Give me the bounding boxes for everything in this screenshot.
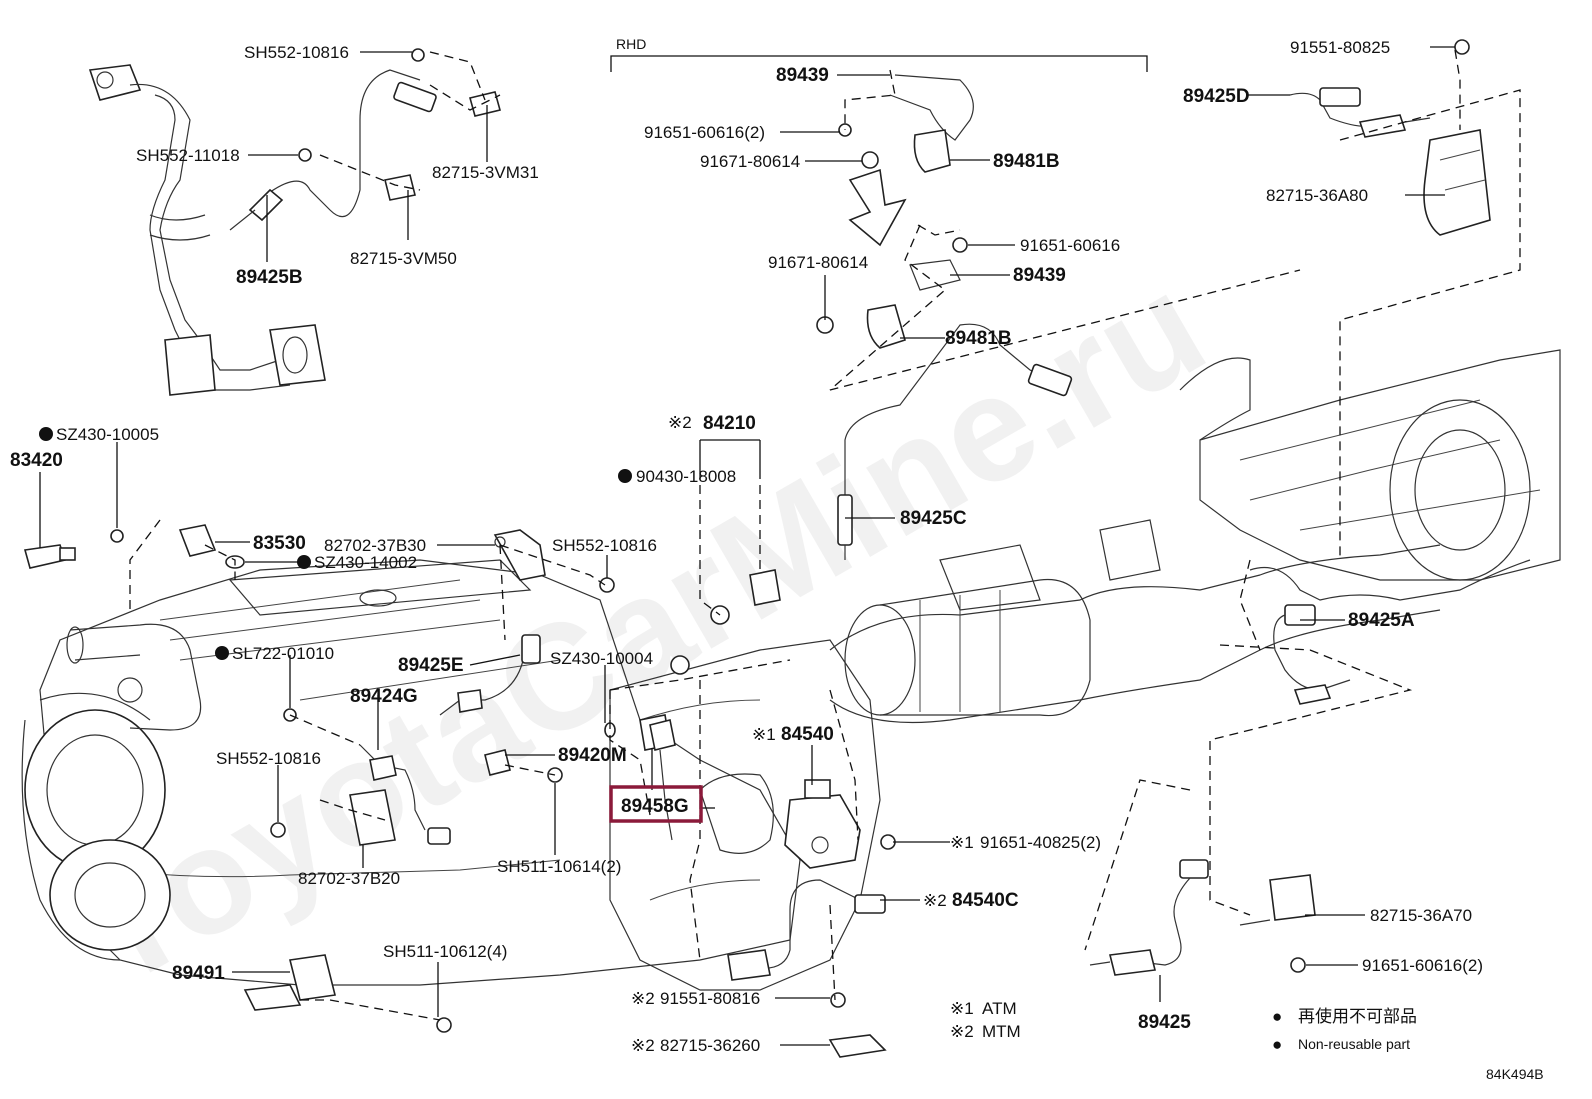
label-82715-36260-mark: ※2 bbox=[631, 1036, 655, 1055]
label-89425d[interactable]: 89425D bbox=[1183, 86, 1250, 107]
label-sl722-01010[interactable]: SL722-01010 bbox=[232, 644, 334, 663]
label-83420[interactable]: 83420 bbox=[10, 450, 63, 471]
dashed-lines bbox=[129, 49, 1521, 1021]
label-sh552-11018[interactable]: SH552-11018 bbox=[136, 146, 240, 165]
engine-body bbox=[21, 559, 801, 986]
label-84540-mark: ※1 bbox=[752, 725, 776, 744]
legend-mtm-mark: ※2 bbox=[950, 1022, 974, 1041]
label-84540c[interactable]: 84540C bbox=[952, 890, 1019, 911]
sensor-89481b-assembly bbox=[816, 74, 974, 349]
label-82715-36a70[interactable]: 82715-36A70 bbox=[1370, 906, 1472, 925]
label-89439-top[interactable]: 89439 bbox=[776, 65, 829, 86]
label-84540c-mark: ※2 bbox=[923, 891, 947, 910]
label-sh552-10816-low[interactable]: SH552-10816 bbox=[216, 749, 321, 768]
exhaust-system bbox=[829, 349, 1561, 724]
label-82702-37b20[interactable]: 82702-37B20 bbox=[298, 869, 400, 888]
sensor-89425a-assembly bbox=[1273, 604, 1351, 705]
legend-nonreusable-jp: 再使用不可部品 bbox=[1298, 1006, 1417, 1026]
label-84210-mark: ※2 bbox=[668, 413, 692, 432]
bullet-sl722-01010 bbox=[215, 646, 229, 660]
label-sz430-10004[interactable]: SZ430-10004 bbox=[550, 649, 653, 668]
legend-bullet-1: ● bbox=[1272, 1007, 1282, 1026]
bullet-sz430-10005 bbox=[39, 427, 53, 441]
part-labels: SH552-10816 SH552-11018 82715-3VM31 8271… bbox=[10, 38, 1483, 1055]
label-82702-37b30[interactable]: 82702-37B30 bbox=[324, 536, 426, 555]
bullet-sz430-14002 bbox=[297, 555, 311, 569]
sensor-84540c-assembly bbox=[727, 879, 886, 981]
label-84540[interactable]: 84540 bbox=[781, 724, 834, 745]
label-89424g[interactable]: 89424G bbox=[350, 686, 418, 707]
label-89425e[interactable]: 89425E bbox=[398, 655, 464, 676]
label-89439-mid[interactable]: 89439 bbox=[1013, 265, 1066, 286]
label-89491[interactable]: 89491 bbox=[172, 963, 225, 984]
label-91551-80825[interactable]: 91551-80825 bbox=[1290, 38, 1390, 57]
label-sh511-10614[interactable]: SH511-10614(2) bbox=[497, 857, 621, 876]
sensor-89425d-assembly bbox=[1289, 39, 1491, 236]
label-91651-40825-mark: ※1 bbox=[950, 833, 974, 852]
diagram-code: 84K494B bbox=[1486, 1066, 1544, 1082]
legend: ※1 ATM ※2 MTM ● 再使用不可部品 ● Non-reusable p… bbox=[950, 999, 1417, 1054]
label-84210[interactable]: 84210 bbox=[703, 413, 756, 434]
sensor-84540-assembly bbox=[784, 779, 861, 869]
legend-nonreusable-en: Non-reusable part bbox=[1298, 1036, 1410, 1052]
label-sz430-14002[interactable]: SZ430-14002 bbox=[314, 553, 417, 572]
rhd-bracket: RHD bbox=[610, 36, 1148, 72]
label-91671-80614-mid[interactable]: 91671-80614 bbox=[768, 253, 868, 272]
label-82715-3vm31[interactable]: 82715-3VM31 bbox=[432, 163, 539, 182]
label-89425a[interactable]: 89425A bbox=[1348, 610, 1415, 631]
small-parts-left bbox=[23, 524, 1316, 1058]
label-89458g[interactable]: 89458G bbox=[621, 796, 689, 817]
big-arrow bbox=[848, 168, 907, 247]
bullet-90430-18008 bbox=[618, 469, 632, 483]
legend-atm-text: ATM bbox=[982, 999, 1017, 1018]
transmission-body bbox=[609, 639, 881, 991]
label-91671-80614-top[interactable]: 91671-80614 bbox=[700, 152, 800, 171]
label-sh552-10816-top[interactable]: SH552-10816 bbox=[244, 43, 349, 62]
label-89425b[interactable]: 89425B bbox=[236, 267, 303, 288]
label-91551-80816-mark: ※2 bbox=[631, 989, 655, 1008]
legend-mtm-text: MTM bbox=[982, 1022, 1021, 1041]
label-89481b-top[interactable]: 89481B bbox=[993, 151, 1060, 172]
label-91651-60616-2-low[interactable]: 91651-60616(2) bbox=[1362, 956, 1483, 975]
label-89425[interactable]: 89425 bbox=[1138, 1012, 1191, 1033]
sensor-89425-assembly bbox=[1089, 859, 1209, 976]
label-82715-36260[interactable]: 82715-36260 bbox=[660, 1036, 760, 1055]
label-sh552-10816-mid[interactable]: SH552-10816 bbox=[552, 536, 657, 555]
watermark: ToyotaCarMine.ru bbox=[52, 240, 1231, 1018]
label-91651-60616[interactable]: 91651-60616 bbox=[1020, 236, 1120, 255]
label-sh511-10612[interactable]: SH511-10612(4) bbox=[383, 942, 507, 961]
label-89481b-mid[interactable]: 89481B bbox=[945, 328, 1012, 349]
label-91651-40825[interactable]: 91651-40825(2) bbox=[980, 833, 1101, 852]
label-82715-36a80[interactable]: 82715-36A80 bbox=[1266, 186, 1368, 205]
rhd-label: RHD bbox=[616, 36, 646, 52]
highlight-box-89458g bbox=[609, 785, 703, 823]
legend-atm-mark: ※1 bbox=[950, 999, 974, 1018]
label-91651-60616-2-top[interactable]: 91651-60616(2) bbox=[644, 123, 765, 142]
label-89425c[interactable]: 89425C bbox=[900, 508, 967, 529]
exhaust-pipe-upper-left bbox=[88, 64, 326, 396]
legend-bullet-2: ● bbox=[1272, 1035, 1282, 1054]
sensor-89425c-assembly bbox=[837, 323, 1073, 560]
label-83530[interactable]: 83530 bbox=[253, 533, 306, 554]
label-sz430-10005[interactable]: SZ430-10005 bbox=[56, 425, 159, 444]
label-91551-80816[interactable]: 91551-80816 bbox=[660, 989, 760, 1008]
label-89420m[interactable]: 89420M bbox=[558, 745, 627, 766]
leader-lines bbox=[39, 46, 1455, 1046]
sensor-89425b-assembly bbox=[229, 48, 501, 231]
label-90430-18008[interactable]: 90430-18008 bbox=[636, 467, 736, 486]
label-82715-3vm50[interactable]: 82715-3VM50 bbox=[350, 249, 457, 268]
